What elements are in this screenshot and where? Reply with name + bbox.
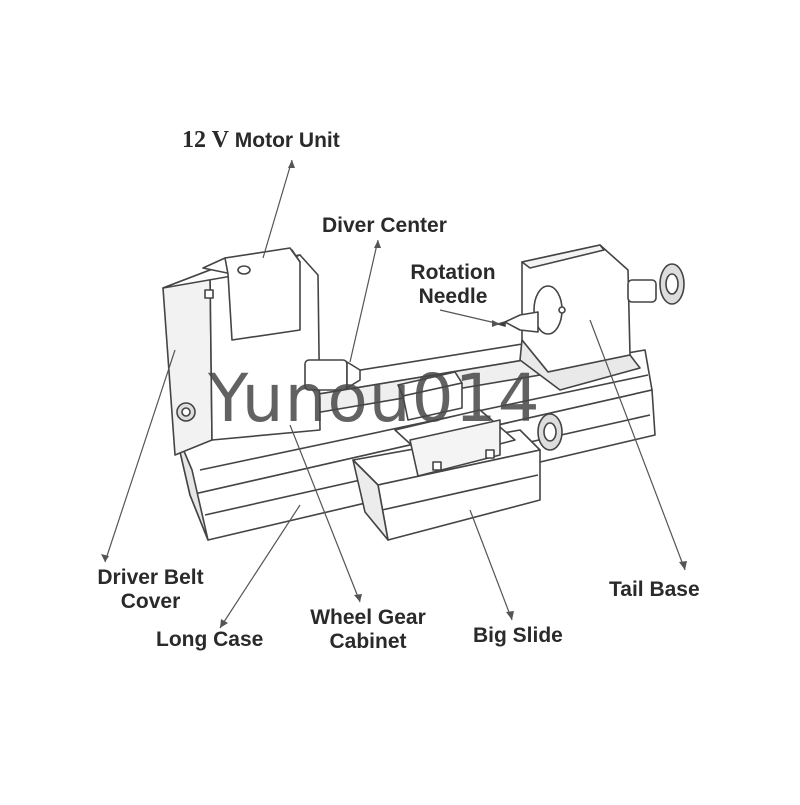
label-motor-unit-text: Motor Unit (234, 129, 340, 152)
leader-rotation-needle (439, 309, 501, 325)
label-rotation-needle-line1: Rotation (410, 261, 496, 284)
label-tail-base-text: Tail Base (609, 578, 700, 601)
label-rotation-needle-line2: Needle (418, 285, 488, 308)
leader-driver-belt-cover (104, 349, 176, 563)
label-big-slide: Big Slide (473, 624, 563, 648)
label-driver-belt-cover-line2: Cover (120, 590, 181, 613)
label-big-slide-text: Big Slide (473, 624, 563, 647)
label-diver-center-text: Diver Center (322, 214, 447, 237)
leader-long-case (219, 504, 301, 629)
leader-lines (104, 159, 686, 629)
leader-tail-base (589, 319, 686, 571)
leader-diver-center (349, 239, 379, 363)
label-driver-belt-cover-line1: Driver Belt (97, 566, 204, 589)
label-wheel-gear-cabinet-line1: Wheel Gear (310, 606, 426, 629)
driver-center (304, 359, 361, 391)
cross-slide (394, 371, 563, 477)
tail-stock (497, 244, 685, 373)
watermark: Yunou014 (208, 360, 541, 437)
motor-unit (202, 247, 301, 341)
label-diver-center: Diver Center (322, 214, 447, 238)
leader-arrowheads (101, 160, 687, 628)
label-rotation-needle: Rotation Needle (398, 261, 508, 309)
label-tail-base: Tail Base (609, 578, 700, 602)
label-driver-belt-cover: Driver Belt Cover (88, 566, 213, 614)
label-wheel-gear-cabinet: Wheel Gear Cabinet (298, 606, 438, 654)
label-long-case: Long Case (156, 628, 263, 652)
tail-base (519, 339, 641, 391)
leader-wheel-gear-cabinet (289, 424, 361, 603)
label-long-case-text: Long Case (156, 628, 264, 651)
label-12v: 12 V (182, 127, 229, 153)
label-motor-unit: 12 V Motor Unit (182, 128, 340, 153)
label-wheel-gear-cabinet-line2: Cabinet (329, 630, 407, 653)
leader-big-slide (469, 509, 513, 621)
leader-motor-unit (262, 159, 293, 259)
